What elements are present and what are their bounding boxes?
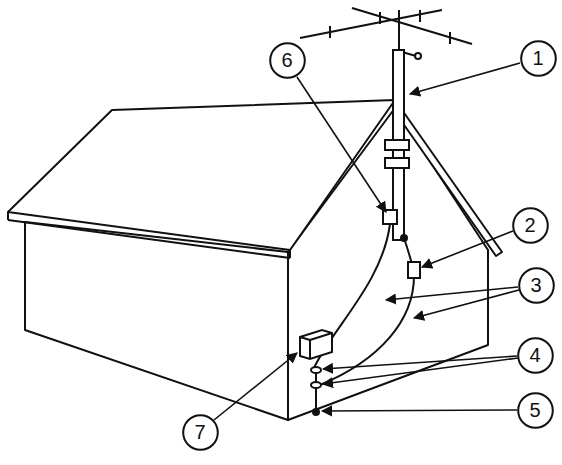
callout-number: 1 [532,47,543,70]
service-panel [300,330,332,359]
antenna-element [352,8,472,44]
callout-number: 4 [529,344,540,367]
leader-line [422,231,513,267]
leader-line [386,287,518,300]
callout-number: 3 [530,274,541,297]
callout-number: 5 [529,399,540,422]
callout-circle: 4 [517,337,554,374]
lead-in-clamp [383,210,397,224]
mast-clamp [385,140,409,150]
callout-circle: 6 [269,42,306,79]
circle-shape [518,393,553,428]
circle-shape [518,338,553,373]
circle-shape [521,41,556,76]
leader-line [297,77,386,212]
callout-number: 6 [281,49,292,72]
leader-line [414,290,519,318]
circle-shape [513,208,548,243]
leader-line [214,353,297,420]
discharge-unit [408,262,420,278]
leader-line [410,63,520,94]
callout-circle: 3 [518,267,555,304]
circle-shape [270,43,305,78]
callout-number: 2 [524,214,535,237]
ground-clamp [311,382,321,388]
callout-circle: 1 [520,40,557,77]
circle-shape [183,415,218,450]
callout-number: 7 [194,421,205,444]
lead-in-wire [320,238,414,385]
callout-circle: 2 [512,207,549,244]
callout-circle: 5 [517,392,554,429]
mast-clamp [385,158,409,168]
ground-rod [315,368,317,412]
callout-circle: 7 [182,414,219,451]
circle-shape [519,268,554,303]
leader-line [322,410,517,411]
ground-clamp [311,367,321,373]
leader-line [323,358,518,384]
